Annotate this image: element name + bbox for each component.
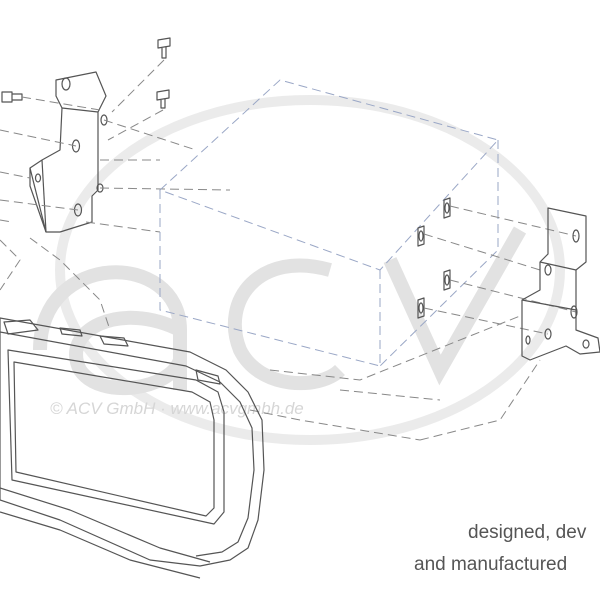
assembly-guide-lines-left — [0, 59, 231, 331]
screw-middle — [156, 89, 170, 109]
copyright-watermark: © ACV GmbH · www.acvgmbh.de — [50, 399, 304, 418]
assembly-guide-lines-right — [249, 205, 577, 441]
acv-watermark-logo — [33, 95, 565, 445]
front-trim-panel — [0, 317, 265, 579]
screw-top — [157, 37, 171, 59]
radio-unit-outline — [159, 79, 499, 367]
right-mounting-bracket — [521, 207, 600, 361]
left-mounting-bracket — [29, 71, 108, 233]
tagline-line-1: designed, dev — [468, 522, 587, 543]
screw-left — [1, 91, 23, 103]
tagline-line-2: and manufactured — [414, 554, 567, 575]
